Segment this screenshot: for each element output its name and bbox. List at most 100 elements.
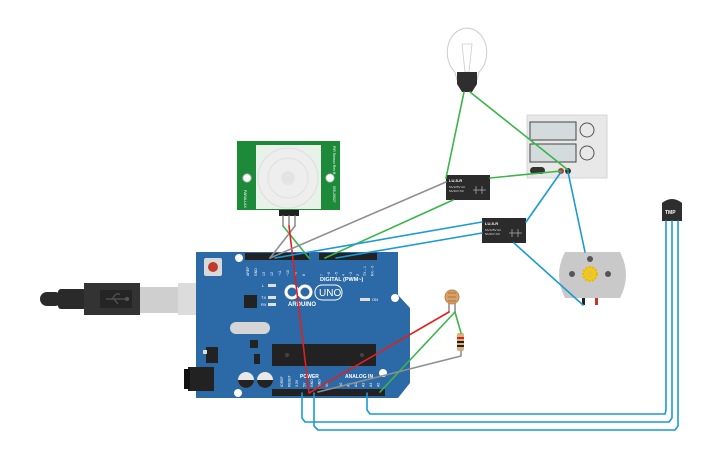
tx-led xyxy=(268,296,276,299)
relay-2-rating-dc: 5A/30V DC xyxy=(485,232,501,236)
supply-display-top xyxy=(529,121,577,141)
resistor-band xyxy=(457,337,464,339)
analog-pin-label: A4 xyxy=(369,383,373,387)
wire-relay1-signal[interactable] xyxy=(324,199,454,259)
wires xyxy=(269,91,679,431)
digital-pin-label: ~5 xyxy=(334,272,338,276)
wire-supply-relay2[interactable] xyxy=(525,171,562,223)
chip-notch xyxy=(360,353,364,357)
relay-2-body xyxy=(482,218,526,243)
temperature-sensor[interactable]: TMP xyxy=(662,199,682,221)
power-pin-label: GND xyxy=(318,379,322,387)
voltage-knob[interactable] xyxy=(579,122,595,138)
wire-ldr-resistor[interactable] xyxy=(454,311,462,334)
usb-cable[interactable] xyxy=(40,283,200,315)
relay-1-rating-ac: 5A/125V AC xyxy=(449,185,466,189)
relay-2-model: LU-5-R xyxy=(485,221,498,226)
atmega-chip xyxy=(272,344,376,366)
relay-1[interactable]: LU-5-R 5A/125V AC 5A/30V DC xyxy=(446,175,490,200)
mount-hole xyxy=(234,389,242,397)
digital-pin-label: 12 xyxy=(270,272,274,276)
arduino-brand: ARDUINO xyxy=(288,302,316,308)
wire-ldr-5v[interactable] xyxy=(308,311,450,394)
relay-2[interactable]: LU-5-R 5A/125V AC 5A/30V DC xyxy=(482,218,526,243)
relay-1-rating-dc: 5A/30V DC xyxy=(449,189,465,193)
wire-bulb-supply[interactable] xyxy=(469,91,569,171)
power-pin-label: GND xyxy=(310,379,314,387)
photoresistor[interactable] xyxy=(444,289,460,305)
rx-led xyxy=(268,303,276,306)
pir-dome-center xyxy=(281,171,295,185)
l-led xyxy=(268,284,276,287)
transistor-chip xyxy=(254,354,260,364)
power-pin-label: 5V xyxy=(303,382,307,387)
wire-relay2-motor[interactable] xyxy=(513,242,584,306)
digital-pin-label: ~11 xyxy=(278,270,282,276)
photoresistor-pattern xyxy=(448,292,456,302)
digital-pin-label: 2 xyxy=(356,274,360,276)
power-label: POWER xyxy=(300,374,319,380)
wire-relay2-gnd[interactable] xyxy=(274,221,483,259)
digital-pin-label: RX←0 xyxy=(370,266,374,276)
power-jack[interactable] xyxy=(188,367,214,391)
wire-relay1-gnd[interactable] xyxy=(269,181,447,259)
pir-header xyxy=(279,210,299,216)
digital-pin-label: ~3 xyxy=(349,272,353,276)
bulb-glass xyxy=(446,27,488,81)
l-led-label: L xyxy=(262,283,265,288)
wire-relay1-supply[interactable] xyxy=(489,170,562,179)
wire-tmp-signal[interactable] xyxy=(366,220,667,415)
reset-button[interactable] xyxy=(208,262,218,272)
resistor-band xyxy=(457,341,464,343)
relay-switch-icon xyxy=(509,229,522,237)
pir-mount-hole xyxy=(242,173,252,183)
wire-ldr-a5[interactable] xyxy=(379,311,456,393)
tmp-body xyxy=(662,199,682,221)
wire-supply-motor[interactable] xyxy=(567,171,586,253)
usb-connector-metal xyxy=(140,287,180,313)
digital-pin-label: GND xyxy=(254,268,258,276)
power-pin-label: IOREF xyxy=(280,376,284,387)
usb-strain-relief xyxy=(58,289,86,309)
current-knob[interactable] xyxy=(579,145,595,161)
usb-port xyxy=(178,283,200,315)
analog-pin-label: A2 xyxy=(354,383,358,387)
light-bulb[interactable] xyxy=(446,27,488,92)
wire-tmp-gnd[interactable] xyxy=(313,220,679,431)
digital-pin-label: ~9 xyxy=(294,272,298,276)
wire-pir-vcc[interactable] xyxy=(288,225,310,394)
bulb-socket xyxy=(457,72,477,92)
motor-terminal-positive xyxy=(595,298,598,305)
dc-motor[interactable] xyxy=(559,252,626,305)
power-pin-label: Vin xyxy=(325,382,329,387)
analog-pin-label: A0 xyxy=(339,383,343,387)
tx-label: TX xyxy=(261,295,266,300)
motor-screw xyxy=(569,271,575,277)
usb-chip xyxy=(244,295,257,308)
wire-resistor-gnd[interactable] xyxy=(317,350,462,393)
pir-sensor[interactable]: PARALLAX PIR Sensor Rev B 555-28027 xyxy=(237,141,340,216)
capacitor-stripe xyxy=(238,380,254,388)
wire-relay2-signal[interactable] xyxy=(335,232,483,259)
small-chip xyxy=(250,340,258,348)
power-header xyxy=(272,389,334,396)
pir-dome-ring xyxy=(267,157,309,199)
resistor[interactable] xyxy=(457,333,464,351)
crystal-oscillator xyxy=(230,322,270,334)
on-label: ON xyxy=(372,297,378,302)
pir-model-bottom: 555-28027 xyxy=(332,186,336,203)
wire-pir-gnd[interactable] xyxy=(269,225,296,259)
wire-tmp-vcc[interactable] xyxy=(301,220,673,423)
chip-notch xyxy=(285,353,289,357)
pir-model-top: PIR Sensor Rev B xyxy=(332,146,336,175)
wire-bulb-relay[interactable] xyxy=(445,91,465,179)
power-pin-label: RESET xyxy=(288,374,292,387)
relay-2-rating-ac: 5A/125V AC xyxy=(485,228,502,232)
digital-pin-label: ~10 xyxy=(286,270,290,276)
capacitor-stripe xyxy=(257,380,273,388)
motor-screw xyxy=(605,271,611,277)
on-led xyxy=(360,298,370,301)
rx-label: RX xyxy=(261,302,267,307)
